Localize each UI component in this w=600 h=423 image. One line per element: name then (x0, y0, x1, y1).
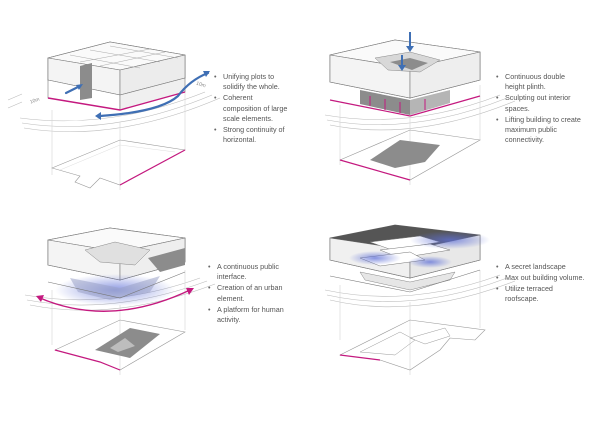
note-item: A platform for human activity. (208, 305, 290, 326)
unify-notes: Unifying plots to solidify the whole. Co… (214, 72, 288, 146)
diagram-panel-unify: 10m 10m Unifying plots to solidify the w… (0, 0, 300, 210)
site-plan-outline (338, 319, 486, 371)
ground-arc (21, 94, 213, 127)
landscape-massing-illustration (324, 224, 516, 375)
note-item: Unifying plots to solidify the whole. (214, 72, 288, 93)
projection-guide (51, 88, 186, 190)
dimension-line (7, 93, 23, 109)
ground-arc (19, 91, 206, 122)
note-item: Coherent composition of large scale elem… (214, 93, 288, 124)
note-item: Strong continuity of horizontal. (214, 125, 288, 146)
magenta-base-edge (329, 95, 481, 117)
plinth-notes: Continuous double height plinth. Sculpti… (496, 72, 586, 146)
terrace-glow (349, 251, 401, 265)
grey-interior (390, 58, 428, 70)
note-item: Continuous double height plinth. (496, 72, 586, 93)
grey-core-volume (80, 63, 92, 100)
note-item: Max out building volume. (496, 273, 586, 284)
terrace-glow (410, 231, 490, 249)
diagram-panel-plinth: Continuous double height plinth. Sculpti… (300, 0, 600, 210)
note-item: Creation of an urban element. (208, 283, 290, 304)
unify-massing-illustration (7, 41, 221, 190)
magenta-lift-arrow (369, 96, 426, 113)
arrowhead (95, 112, 101, 120)
site-plan-outline (51, 139, 186, 189)
note-item: A continuous public interface. (208, 262, 290, 283)
diagram-panel-interface: A continuous public interface. Creation … (0, 210, 300, 423)
plinth-massing-illustration (324, 32, 516, 185)
blue-flow-arrow (98, 71, 210, 118)
note-item: Utilize terraced roofscape. (496, 284, 586, 305)
interface-notes: A continuous public interface. Creation … (208, 262, 290, 326)
interface-massing-illustration (24, 227, 216, 375)
diagram-panel-landscape: A secret landscape Max out building volu… (300, 210, 600, 423)
magenta-arc-arrow (39, 289, 191, 312)
landscape-notes: A secret landscape Max out building volu… (496, 262, 586, 305)
note-item: Sculpting out interior spaces. (496, 93, 586, 114)
arrowhead (203, 71, 210, 77)
magenta-base-edge (47, 91, 186, 111)
note-item: Lifting building to create maximum publi… (496, 115, 586, 146)
ground-arc (23, 97, 221, 133)
arrowhead (76, 84, 83, 90)
magenta-plan-edge (119, 149, 186, 186)
terrace-glow (408, 256, 452, 268)
grey-plan-footprint (370, 140, 440, 168)
note-item: A secret landscape (496, 262, 586, 273)
